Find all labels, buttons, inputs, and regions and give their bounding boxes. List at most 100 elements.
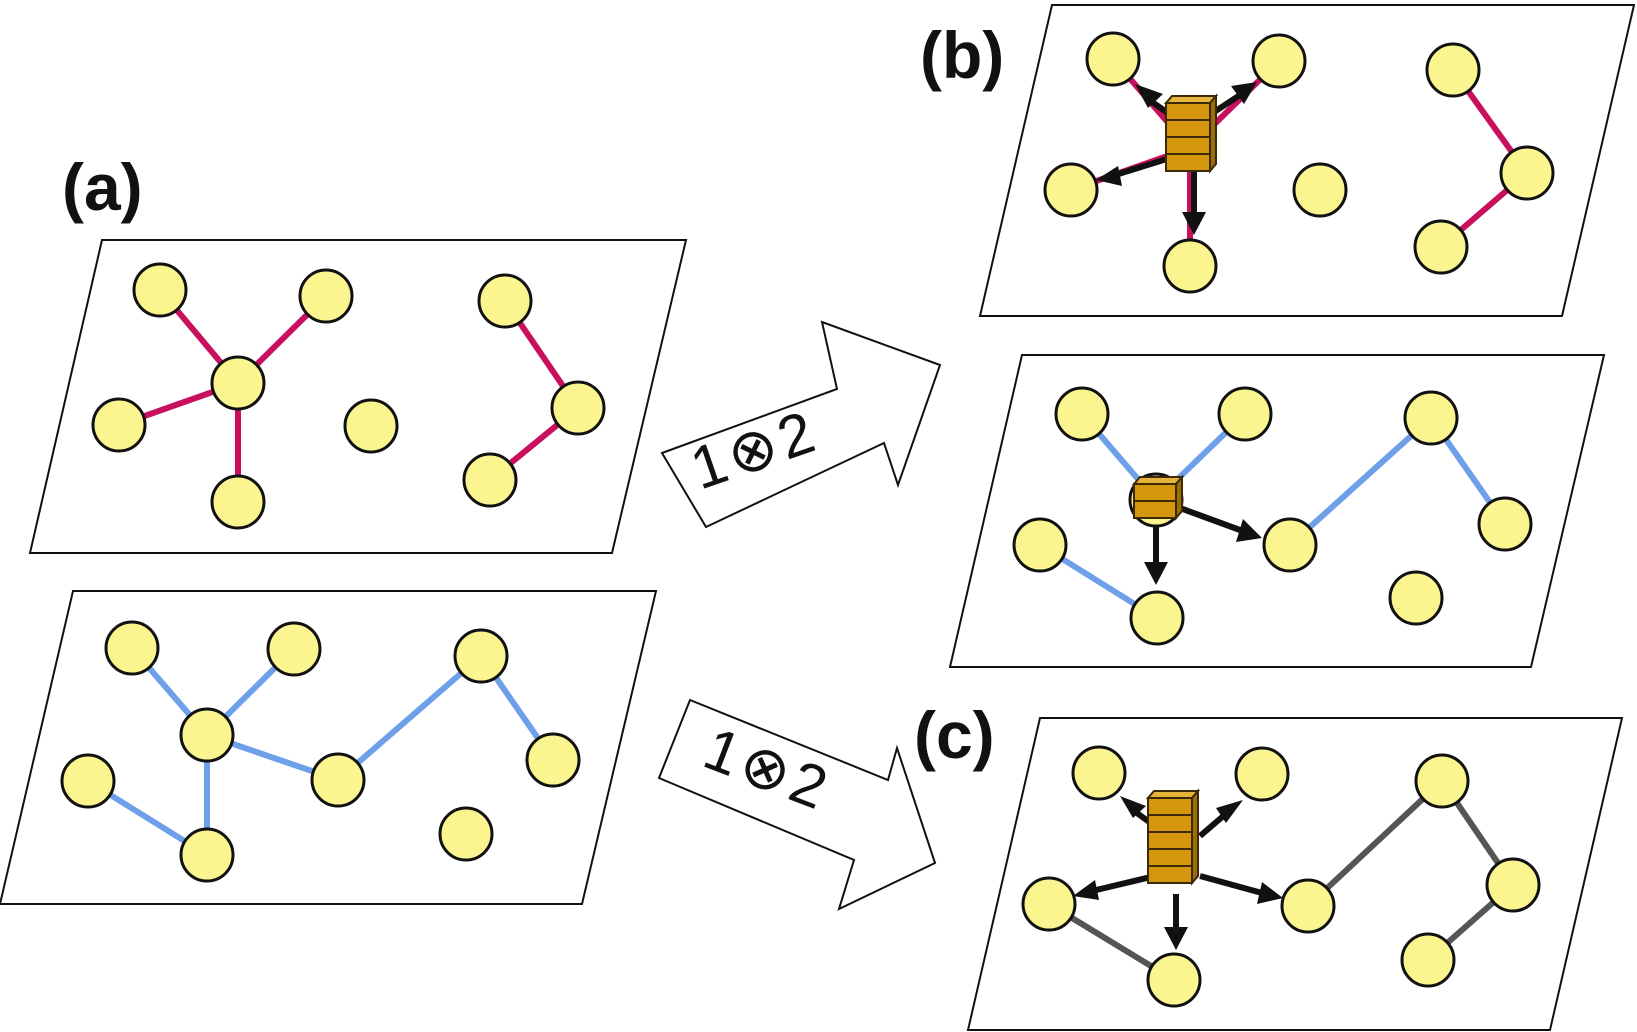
operation-label-lower: 1⊗2 (695, 715, 836, 822)
node (1414, 753, 1470, 809)
node (1292, 162, 1348, 218)
edge (1287, 415, 1434, 548)
node (1071, 745, 1127, 801)
node (1012, 517, 1068, 573)
node (104, 620, 160, 676)
node (525, 732, 581, 788)
node (179, 707, 235, 763)
node (298, 268, 354, 324)
node (1413, 219, 1469, 275)
storage-block-side (1191, 788, 1199, 886)
arrowhead (1120, 796, 1146, 818)
storage-block (1147, 865, 1193, 884)
node (1146, 952, 1202, 1008)
storage-block (1165, 102, 1211, 121)
node (1280, 878, 1336, 934)
panel-label-b: (b) (920, 18, 1004, 92)
node (1162, 238, 1218, 294)
node (1085, 31, 1141, 87)
node (1388, 570, 1444, 626)
panel-b-bottom-nodes (1012, 386, 1533, 646)
storage-block-side (1175, 474, 1183, 521)
node (1043, 162, 1099, 218)
node (477, 273, 533, 329)
arrowhead (1182, 212, 1206, 235)
operation-arrow-upper: 1⊗2 (660, 320, 942, 529)
node (462, 452, 518, 508)
arrowhead (1236, 519, 1262, 542)
arrowhead (1164, 927, 1188, 950)
directed-arrow (1199, 873, 1263, 896)
node (1251, 33, 1307, 89)
storage-block (1147, 797, 1193, 816)
storage-block-top (1163, 95, 1219, 104)
node (1477, 496, 1533, 552)
arrowhead (1135, 84, 1163, 108)
arrowhead (1144, 562, 1168, 585)
node (1054, 386, 1110, 442)
node (1425, 42, 1481, 98)
storage-block-stack (1163, 93, 1219, 174)
panel-c-nodes (1021, 745, 1541, 1008)
storage-block (1133, 483, 1177, 502)
storage-block-side (1209, 93, 1217, 174)
panel-label-c: (c) (914, 698, 995, 772)
node (132, 262, 188, 318)
storage-block (1165, 136, 1211, 155)
network-1-nodes (91, 262, 606, 530)
node (310, 752, 366, 808)
storage-block-stack (1145, 788, 1201, 886)
panel-b-bottom-arrows (1144, 505, 1262, 585)
node (91, 397, 147, 453)
directed-arrow (1111, 155, 1171, 179)
node (1262, 517, 1318, 573)
panel-a-network-2 (0, 590, 658, 905)
storage-block (1147, 831, 1193, 850)
storage-block-stack (1131, 474, 1185, 521)
node (1021, 876, 1077, 932)
panel-b-top (978, 4, 1636, 317)
storage-block (1147, 814, 1193, 833)
node (210, 355, 266, 411)
storage-block (1165, 153, 1211, 172)
node (453, 628, 509, 684)
edge (336, 653, 483, 783)
arrowhead (1231, 82, 1257, 104)
node (1129, 590, 1185, 646)
node (1485, 857, 1541, 913)
node (1234, 746, 1290, 802)
panel-a-network-1 (28, 239, 688, 554)
directed-arrow (1178, 505, 1242, 533)
edge (1305, 778, 1445, 909)
panel-label-a: (a) (62, 150, 143, 224)
node (438, 806, 494, 862)
operation-arrow-lower: 1⊗2 (657, 698, 937, 911)
node (266, 621, 322, 677)
arrowhead (1096, 166, 1122, 186)
arrowhead (1216, 800, 1243, 823)
node (343, 398, 399, 454)
node (179, 827, 235, 883)
panel-b-bottom (948, 354, 1606, 668)
storage-block (1147, 848, 1193, 867)
operation-arrow-shape (660, 320, 942, 529)
directed-arrow (1091, 873, 1156, 894)
node (210, 474, 266, 530)
arrowhead (1073, 880, 1099, 900)
panel-b-top-arrows (1096, 82, 1257, 235)
node (1400, 932, 1456, 988)
node (1499, 145, 1555, 201)
node (60, 753, 116, 809)
storage-block-top (1145, 790, 1201, 799)
node (1217, 386, 1273, 442)
storage-block (1165, 119, 1211, 138)
node (1403, 390, 1459, 446)
node (550, 380, 606, 436)
network-2-nodes (60, 620, 581, 883)
arrowhead (1257, 882, 1283, 904)
panel-b-top-nodes (1043, 31, 1555, 294)
storage-block (1133, 500, 1177, 519)
panel-c (966, 717, 1624, 1031)
storage-block-top (1131, 476, 1185, 485)
